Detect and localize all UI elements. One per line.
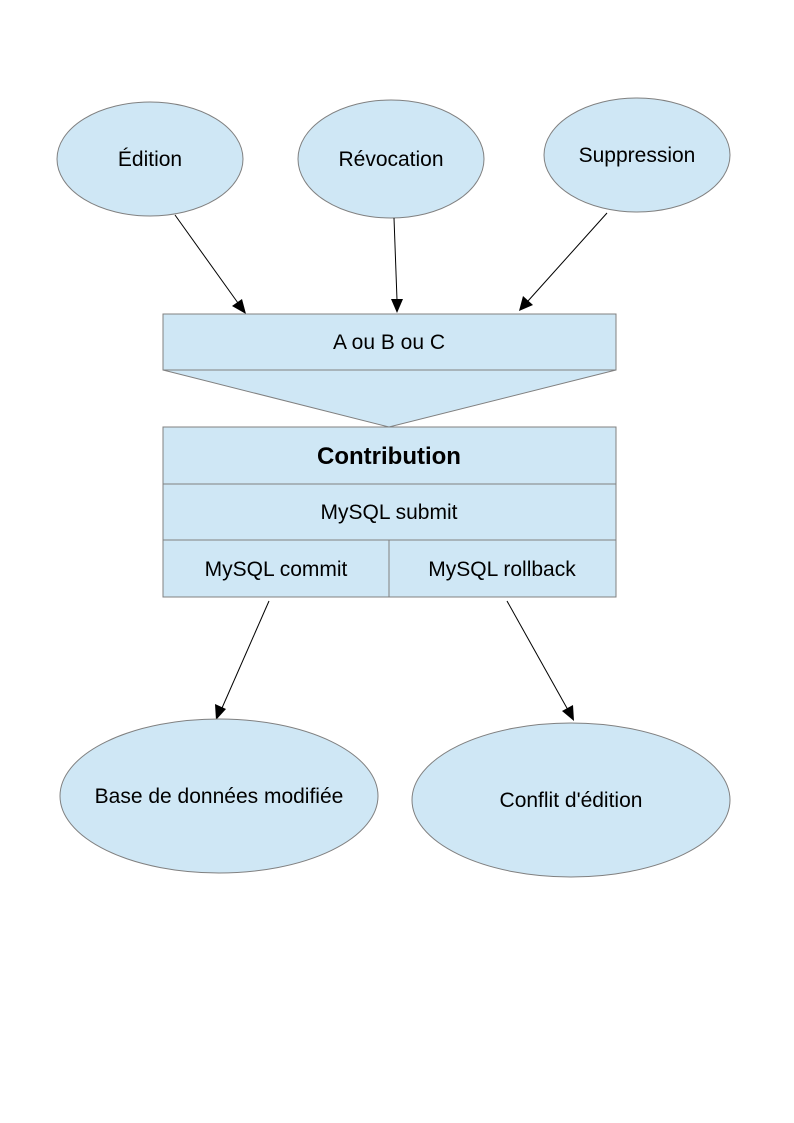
- contribution-title: Contribution: [317, 443, 461, 470]
- arrow-revocation-to-selector: [391, 217, 403, 313]
- node-revocation[interactable]: Révocation: [297, 99, 485, 219]
- selector-box[interactable]: A ou B ou C: [162, 313, 617, 371]
- arrow-suppression-to-selector: [519, 212, 608, 311]
- node-edition[interactable]: Édition: [56, 101, 244, 217]
- node-database-modified-label: Base de données modifiée: [95, 785, 344, 808]
- node-revocation-label: Révocation: [338, 148, 443, 171]
- mysql-commit-cell[interactable]: MySQL commit: [162, 539, 390, 598]
- mysql-submit-label: MySQL submit: [321, 501, 458, 524]
- mysql-commit-label: MySQL commit: [205, 558, 348, 581]
- mysql-submit-cell[interactable]: MySQL submit: [162, 483, 617, 541]
- selector-funnel: [162, 369, 617, 428]
- arrow-rollback-to-conflict: [506, 600, 574, 721]
- mysql-rollback-cell[interactable]: MySQL rollback: [388, 539, 617, 598]
- node-edition-label: Édition: [118, 148, 182, 171]
- node-suppression-label: Suppression: [579, 144, 696, 167]
- arrow-edition-to-selector: [174, 214, 246, 314]
- contribution-block: Contribution MySQL submit MySQL commit M…: [162, 426, 617, 598]
- node-edit-conflict[interactable]: Conflit d'édition: [411, 722, 731, 878]
- node-edit-conflict-label: Conflit d'édition: [500, 789, 643, 812]
- arrow-commit-to-database: [215, 600, 270, 720]
- node-suppression[interactable]: Suppression: [543, 97, 731, 213]
- mysql-rollback-label: MySQL rollback: [428, 558, 576, 581]
- contribution-title-cell[interactable]: Contribution: [162, 426, 617, 485]
- selector-label: A ou B ou C: [333, 331, 445, 354]
- node-database-modified[interactable]: Base de données modifiée: [59, 718, 379, 874]
